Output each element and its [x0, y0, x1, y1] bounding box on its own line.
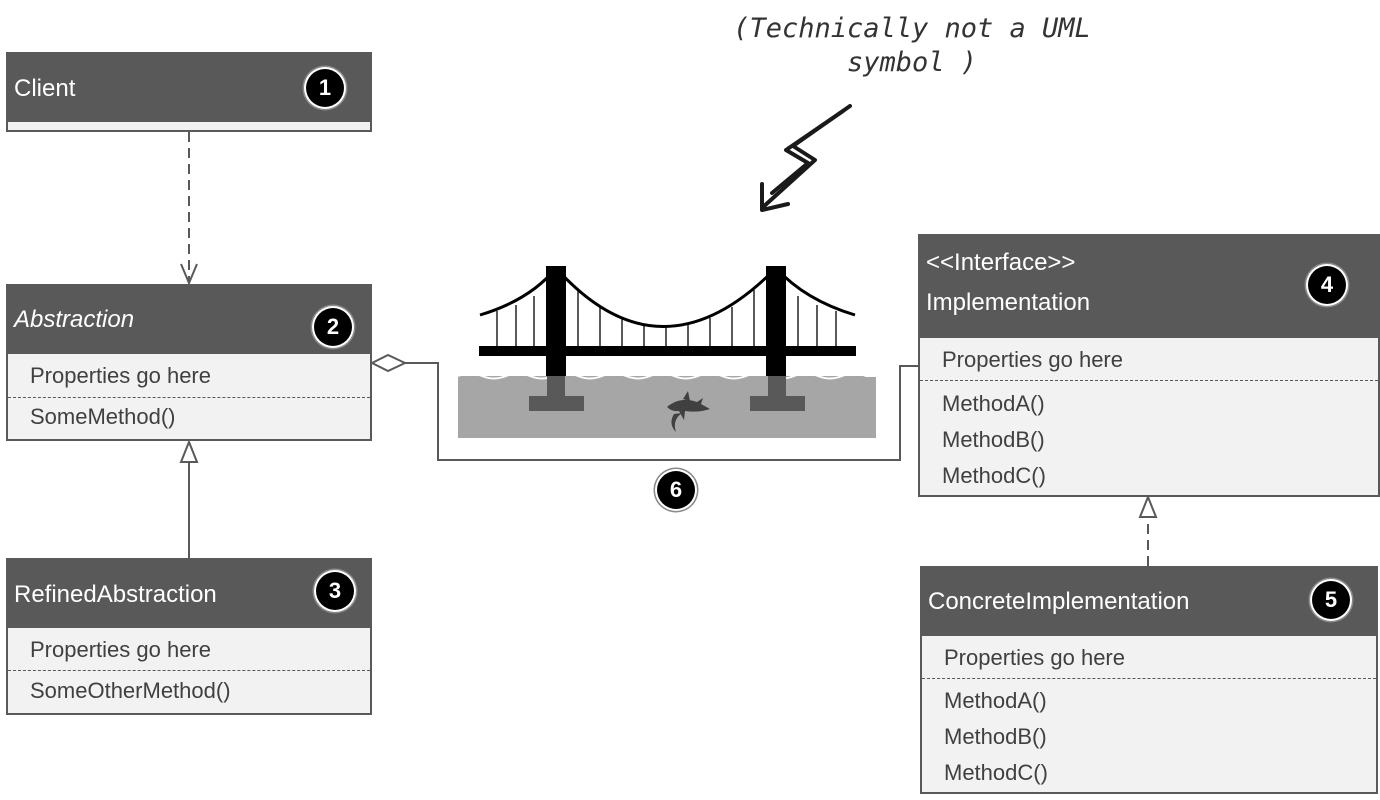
method-item: MethodA() [942, 391, 1045, 416]
generalization-arrowhead [179, 439, 199, 463]
class-abstraction: Abstraction 2 Properties go here SomeMet… [6, 284, 372, 441]
properties-section: Properties go here [8, 628, 370, 670]
pier-left [529, 396, 584, 411]
badge-4: 4 [1308, 266, 1346, 304]
class-title: Implementation [926, 289, 1091, 316]
pier-right [750, 396, 805, 411]
class-header: <<Interface>> Implementation 4 [920, 236, 1378, 338]
badge-2: 2 [314, 308, 352, 346]
class-header: Abstraction 2 [8, 286, 370, 354]
properties-text: Properties go here [944, 645, 1125, 670]
aggregation-diamond [369, 353, 408, 373]
bridge-illustration [457, 265, 876, 438]
method-item: MethodB() [942, 427, 1045, 452]
section-divider [8, 397, 370, 398]
class-concrete-implementation: ConcreteImplementation 5 Properties go h… [920, 566, 1378, 794]
properties-text: Properties go here [30, 363, 211, 388]
method-item: MethodC() [944, 760, 1048, 785]
aggregation-line [405, 362, 918, 461]
class-title: Abstraction [14, 306, 135, 333]
section-divider [8, 670, 370, 671]
method-item: MethodA() [944, 688, 1047, 713]
badge-6: 6 [657, 471, 695, 509]
dependency-arrowhead [180, 263, 198, 286]
properties-text: Properties go here [30, 637, 211, 662]
realization-arrowhead [1138, 494, 1158, 518]
class-implementation: <<Interface>> Implementation 4 Propertie… [918, 234, 1380, 497]
badge-3: 3 [316, 572, 354, 610]
class-client: Client 1 [6, 52, 372, 132]
methods-section: MethodA() MethodB() MethodC() [920, 381, 1378, 494]
class-title: Client [14, 75, 76, 102]
main-cable [479, 265, 856, 328]
class-title: ConcreteImplementation [928, 588, 1190, 615]
methods-section: SomeOtherMethod() [8, 671, 370, 704]
bridge-deck [479, 346, 856, 356]
properties-text: Properties go here [942, 347, 1123, 372]
shark-icon [667, 391, 710, 432]
class-stereotype: <<Interface>> [926, 249, 1076, 276]
method-item: MethodC() [942, 463, 1046, 488]
note-line-1: (Technically not a UML [733, 13, 1091, 44]
tower-right [766, 266, 786, 376]
methods-section: MethodA() MethodB() MethodC() [922, 679, 1376, 791]
class-header: ConcreteImplementation 5 [922, 568, 1376, 636]
method-item: SomeOtherMethod() [30, 678, 231, 703]
badge-1: 1 [306, 69, 344, 107]
properties-section: Properties go here [920, 338, 1378, 380]
section-divider [922, 678, 1376, 679]
properties-section: Properties go here [8, 354, 370, 397]
uml-note: (Technically not a UML symbol ) [712, 12, 1112, 80]
properties-section: Properties go here [922, 636, 1376, 678]
class-header: Client 1 [8, 54, 370, 122]
method-item: MethodB() [944, 724, 1047, 749]
tower-left [546, 266, 566, 376]
note-line-2: symbol ) [846, 47, 978, 78]
methods-section: SomeMethod() [8, 398, 370, 430]
method-item: SomeMethod() [30, 404, 176, 429]
class-refined-abstraction: RefinedAbstraction 3 Properties go here … [6, 558, 372, 715]
class-header: RefinedAbstraction 3 [8, 560, 370, 628]
class-title: RefinedAbstraction [14, 581, 217, 608]
section-divider [920, 380, 1378, 381]
lightning-arrow-icon [760, 104, 852, 212]
badge-5: 5 [1312, 581, 1350, 619]
